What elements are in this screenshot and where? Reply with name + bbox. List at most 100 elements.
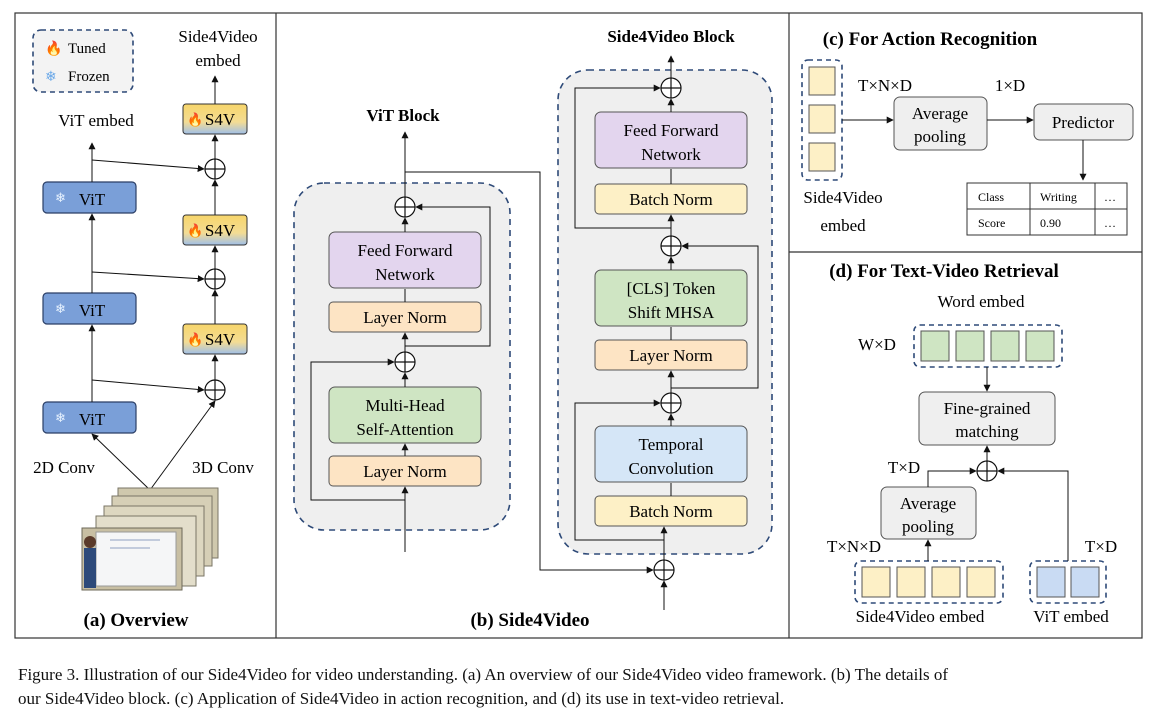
embed-cell: [1025, 330, 1055, 362]
add-icon: [660, 77, 682, 99]
action-title: (c) For Action Recognition: [823, 29, 1038, 50]
avg-pooling-block: [893, 96, 988, 151]
action-embed-label: Side4Video: [803, 188, 882, 207]
side4video-panel: ViT Block Side4Video Block Feed Forward …: [293, 27, 773, 631]
table-cell: Class: [978, 190, 1004, 204]
tnd-label: T×N×D: [827, 537, 881, 556]
s4v-block-arrows: [574, 55, 759, 610]
snowflake-icon: ❄: [55, 301, 66, 316]
embed-cell: [861, 566, 891, 598]
cls-shift-label: Shift MHSA: [628, 303, 715, 322]
legend-frozen: Frozen: [68, 69, 110, 85]
embed-cell: [808, 142, 836, 172]
overview-vit-embed-label: ViT embed: [58, 111, 134, 130]
vit-block-label: ViT: [79, 410, 106, 429]
vit-embed-label: ViT embed: [1033, 607, 1109, 626]
predictor-label: Predictor: [1052, 113, 1115, 132]
action-recognition-panel: (c) For Action Recognition Side4Video em…: [801, 29, 1134, 236]
result-table: Class Writing … Score 0.90 …: [966, 182, 1128, 236]
vit-block-label: ViT: [79, 190, 106, 209]
avg-pooling-label: Average: [912, 104, 968, 123]
embed-cell: [966, 566, 996, 598]
table-cell: …: [1104, 190, 1116, 204]
video-frames-image: [81, 487, 219, 591]
ffn-label: Feed Forward: [358, 241, 453, 260]
table-cell: 0.90: [1040, 216, 1061, 230]
s4v-block-label: S4V: [205, 221, 236, 240]
legend-tuned: Tuned: [68, 41, 106, 57]
embed-cell: [808, 66, 836, 96]
embed-cell: [955, 330, 985, 362]
vit-block-label: ViT: [79, 301, 106, 320]
snowflake-icon: ❄: [55, 190, 66, 205]
vit-block: [42, 181, 137, 214]
vit-block-arrows: [310, 131, 654, 574]
figure-diagram: 🔥 Tuned ❄ Frozen Side4Video embed ViT em…: [14, 12, 1143, 639]
add-icon: [204, 379, 226, 401]
add-icon: [204, 158, 226, 180]
fire-icon: 🔥: [187, 332, 203, 347]
vit-block: [42, 292, 137, 325]
conv3d-label: 3D Conv: [192, 458, 254, 477]
overview-s4v-embed-label: Side4Video: [178, 27, 257, 46]
table-cell: Writing: [1040, 190, 1077, 204]
fire-icon: 🔥: [187, 223, 203, 238]
overview-title: (a) Overview: [84, 610, 189, 631]
avg-pooling-label: pooling: [914, 127, 966, 146]
mhsa-label: Self-Attention: [356, 420, 454, 439]
vit-block: [42, 401, 137, 434]
table-cell: Score: [978, 216, 1005, 230]
conv2d-label: 2D Conv: [33, 458, 95, 477]
caption-line: Figure 3. Illustration of our Side4Video…: [18, 665, 949, 684]
layer-norm-label: Layer Norm: [363, 462, 447, 481]
snowflake-icon: ❄: [45, 70, 57, 85]
ffn-label: Feed Forward: [624, 121, 719, 140]
s4v-block-label: S4V: [205, 110, 236, 129]
word-embed-label: Word embed: [938, 292, 1025, 311]
retrieval-panel: (d) For Text-Video Retrieval Word embed …: [827, 261, 1117, 626]
embed-cell: [896, 566, 926, 598]
action-1d-label: 1×D: [995, 76, 1025, 95]
temporal-conv-label: Convolution: [628, 459, 714, 478]
embed-cell: [1036, 566, 1066, 598]
action-embed-label: embed: [820, 216, 866, 235]
embed-cell: [931, 566, 961, 598]
ffn-label: Network: [641, 145, 701, 164]
action-tnd-label: T×N×D: [858, 76, 912, 95]
add-icon: [394, 351, 416, 373]
side4video-title: (b) Side4Video: [470, 610, 589, 631]
batch-norm-label: Batch Norm: [629, 502, 713, 521]
add-icon: [976, 460, 998, 482]
layer-norm-label: Layer Norm: [629, 346, 713, 365]
overview-panel: 🔥 Tuned ❄ Frozen Side4Video embed ViT em…: [32, 27, 258, 631]
embed-cell: [990, 330, 1020, 362]
fire-icon: 🔥: [187, 112, 203, 127]
fine-grained-block: [918, 391, 1056, 446]
add-icon: [660, 235, 682, 257]
td-left-label: T×D: [888, 458, 920, 477]
add-icon: [660, 392, 682, 414]
layer-norm-label: Layer Norm: [363, 308, 447, 327]
mhsa-label: Multi-Head: [365, 396, 445, 415]
s4v-block-title: Side4Video Block: [607, 27, 735, 46]
avg-pooling-label: Average: [900, 494, 956, 513]
td-right-label: T×D: [1085, 537, 1117, 556]
table-cell: …: [1104, 216, 1116, 230]
action-arrows: [842, 116, 1087, 181]
s4v-embed-group: [854, 560, 1004, 604]
retrieval-title: (d) For Text-Video Retrieval: [829, 261, 1059, 282]
temporal-conv-label: Temporal: [639, 435, 704, 454]
cls-shift-label: [CLS] Token: [627, 279, 716, 298]
embed-cell: [1070, 566, 1100, 598]
caption-line: our Side4Video block. (c) Application of…: [18, 689, 785, 708]
overview-arrows: [88, 75, 219, 491]
fine-grained-label: matching: [955, 422, 1019, 441]
fine-grained-label: Fine-grained: [944, 399, 1031, 418]
snowflake-icon: ❄: [55, 410, 66, 425]
add-icon: [204, 268, 226, 290]
word-embed-group: [913, 324, 1063, 368]
embed-cell: [808, 104, 836, 134]
embed-cell: [920, 330, 950, 362]
retrieval-arrows: [924, 367, 1069, 561]
add-icon: [394, 196, 416, 218]
